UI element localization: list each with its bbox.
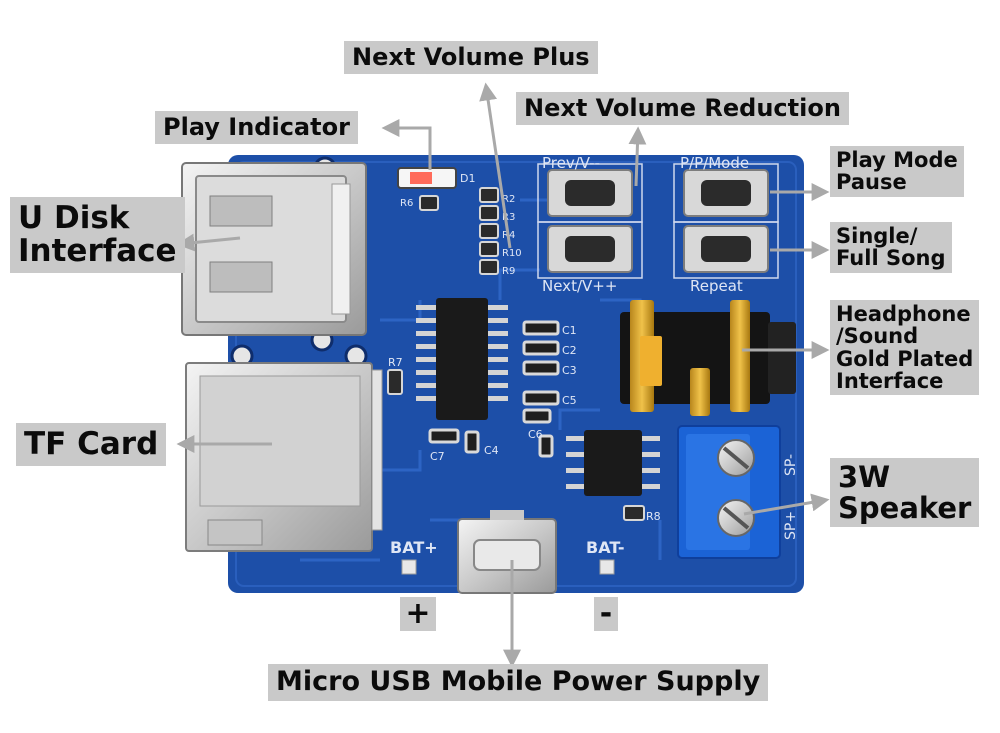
silk-r10: R10: [502, 248, 522, 259]
label-plus: +: [400, 597, 436, 631]
label-line: Gold Plated: [836, 346, 974, 371]
label-line: Speaker: [838, 490, 972, 525]
silk-c1: C1: [562, 324, 577, 337]
leader-arrows: [176, 82, 830, 668]
label-play-indicator: Play Indicator: [155, 111, 358, 145]
silk-r7: R7: [388, 356, 403, 369]
silk-r9: R9: [502, 266, 515, 277]
label-3w-speaker: 3W Speaker: [830, 458, 980, 528]
silk-c3: C3: [562, 364, 577, 377]
label-micro-usb-power: Micro USB Mobile Power Supply: [268, 664, 769, 701]
arrow-next-volume-plus: [479, 82, 512, 249]
label-single-full-song: Single/ Full Song: [830, 222, 952, 273]
silk-repeat: Repeat: [690, 277, 743, 295]
screw-terminal: [677, 425, 781, 559]
label-line: Full Song: [836, 246, 946, 271]
arrow-next-volume-reduction: [628, 126, 647, 187]
headphone-jack: [620, 300, 796, 416]
silk-sp-minus: SP-: [783, 454, 799, 476]
arrow-play-indicator: [381, 119, 432, 170]
label-line: Play Mode: [836, 148, 958, 172]
bat-minus-pad: [599, 559, 615, 575]
main-chip: [416, 298, 508, 420]
tactile-button-repeat: [683, 225, 769, 273]
silk-bat-minus: BAT-: [586, 538, 625, 557]
label-tf-card: TF Card: [16, 423, 167, 466]
label-line: U Disk: [18, 200, 130, 236]
label-line: Pause: [836, 170, 907, 195]
silk-r2: R2: [502, 194, 515, 205]
silk-c4: C4: [484, 444, 499, 457]
silk-r8: R8: [646, 510, 661, 523]
label-u-disk-interface: U Disk Interface: [10, 197, 185, 273]
tactile-button-next: [547, 225, 633, 273]
silk-r3: R3: [502, 212, 515, 223]
label-line: Interface: [836, 368, 944, 393]
arrow-speaker: [743, 493, 830, 516]
silk-c6: C6: [528, 428, 543, 441]
label-line: Headphone: [836, 302, 971, 326]
label-line: Interface: [18, 232, 177, 269]
silk-d1: D1: [460, 172, 475, 185]
silk-next: Next/V++: [542, 277, 617, 295]
silk-c2: C2: [562, 344, 577, 357]
label-headphone-interface: Headphone /Sound Gold Plated Interface: [830, 300, 980, 395]
label-next-volume-reduction: Next Volume Reduction: [516, 92, 849, 126]
bat-plus-pad: [401, 559, 417, 575]
amp-chip: [566, 430, 660, 496]
silk-bat-plus: BAT+: [390, 538, 438, 557]
silk-r6: R6: [400, 198, 413, 209]
tactile-button-mode: [683, 169, 769, 217]
label-line: Single/: [836, 224, 918, 248]
silk-prev: Prev/V--: [542, 154, 600, 172]
silk-c5: C5: [562, 394, 577, 407]
smd-resistors: [387, 187, 645, 521]
label-play-mode-pause: Play Mode Pause: [830, 146, 964, 197]
label-line: 3W: [838, 460, 891, 494]
label-minus: -: [594, 597, 618, 631]
silk-mode: P/P/Mode: [680, 154, 749, 172]
tf-card-slot: [185, 362, 383, 552]
label-next-volume-plus: Next Volume Plus: [344, 41, 598, 75]
arrow-u-disk: [176, 233, 241, 252]
silk-c7: C7: [430, 450, 445, 463]
tactile-button-prev: [547, 169, 633, 217]
micro-usb-port: [457, 510, 557, 594]
label-line: /Sound: [836, 324, 919, 349]
capacitors: [428, 320, 560, 458]
silk-sp-plus: SP+: [783, 511, 799, 540]
usb-a-port: [181, 162, 367, 336]
